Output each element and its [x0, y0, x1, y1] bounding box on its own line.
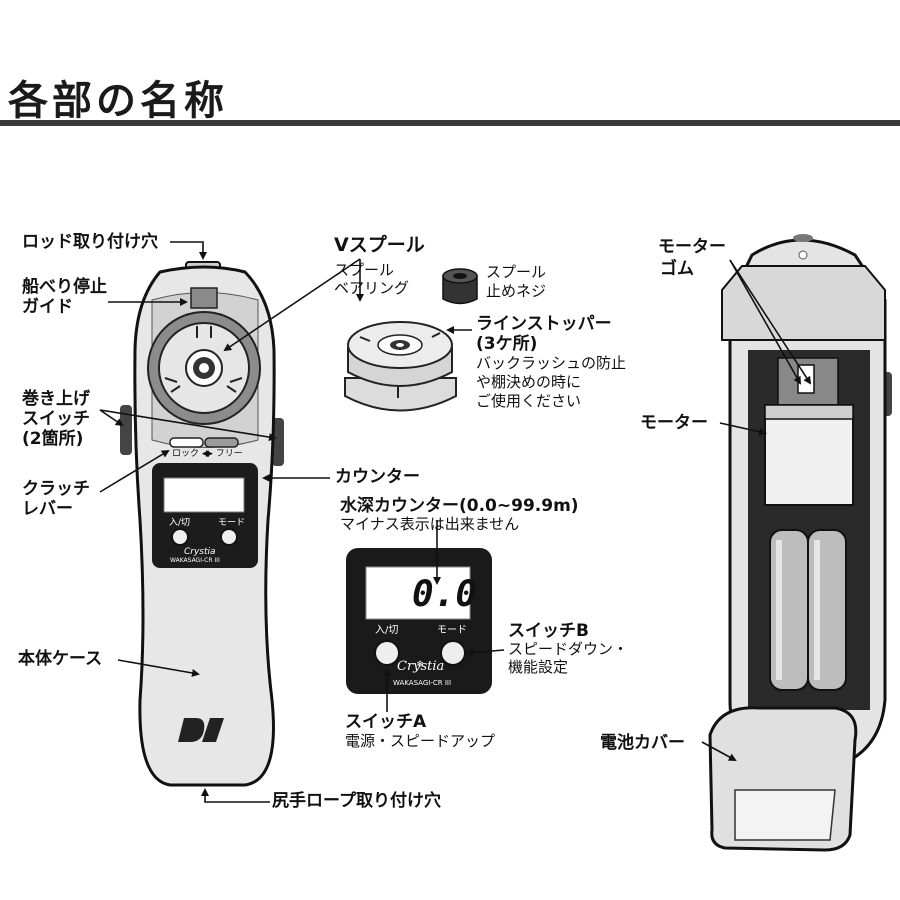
label-line-stopper-2: (3ケ所) [476, 334, 538, 354]
batteries [769, 529, 847, 691]
label-butt-rope-hole: 尻手ロープ取り付け穴 [272, 791, 441, 811]
daiwa-logo [178, 718, 224, 742]
label-counter: カウンター [335, 467, 420, 487]
lever-lock-text: ロック ◀ [172, 449, 209, 459]
label-switch-b-desc-2: 機能設定 [508, 658, 569, 676]
label-motor-rubber-1: モーター [658, 237, 726, 257]
small-model: WAKASAGI-CR III [170, 557, 220, 564]
large-power-label: 入/切 [375, 625, 399, 636]
label-line-stopper-desc-3: ご使用ください [476, 392, 582, 410]
title-divider [0, 120, 900, 126]
svg-text:❄: ❄ [416, 660, 424, 670]
label-battery-cover: 電池カバー [600, 733, 685, 753]
counter-panel-small [152, 463, 258, 568]
label-switch-a-desc: 電源・スピードアップ [345, 732, 496, 750]
label-spool-bearing-2: ベアリング [334, 279, 410, 297]
spool-part [344, 321, 457, 412]
label-motor: モーター [640, 413, 708, 433]
label-winding-1: 巻き上げ [22, 389, 90, 409]
large-brand: Crystia [397, 659, 445, 674]
label-line-stopper-1: ラインストッパー [476, 314, 612, 334]
label-body-case: 本体ケース [18, 649, 103, 669]
label-depth-counter-note: マイナス表示は出来ません [340, 515, 520, 533]
large-mode-label: モード [437, 625, 467, 636]
label-switch-a: スイッチA [345, 712, 427, 732]
label-line-stopper-desc-1: バックラッシュの防止 [476, 354, 627, 372]
large-model: WAKASAGI-CR III [393, 679, 452, 687]
label-clutch-2: レバー [22, 499, 73, 519]
clutch-lever [169, 437, 239, 448]
lever-free-text: ▶ フリー [206, 449, 243, 459]
spool-nut [442, 268, 478, 305]
small-mode-label: モード [218, 518, 246, 528]
page-title: 各部の名称 [8, 78, 228, 124]
motor [764, 404, 854, 506]
small-brand: Crystia [184, 547, 216, 557]
label-rod-mount-hole: ロッド取り付け穴 [22, 232, 158, 252]
label-spool-nut-2: 止めネジ [486, 282, 547, 300]
label-switch-b: スイッチB [508, 621, 589, 641]
leader-lines [99, 241, 812, 803]
label-v-spool: Vスプール [334, 234, 425, 256]
counter-panel-large: ❄ [346, 548, 492, 694]
label-clutch-1: クラッチ [22, 479, 90, 499]
label-winding-3: (2箇所) [22, 429, 84, 449]
label-line-stopper-desc-2: や棚決めの時に [476, 373, 582, 391]
label-spool-bearing-1: スプール [334, 261, 395, 279]
small-power-label: 入/切 [169, 518, 191, 528]
label-switch-b-desc-1: スピードダウン・ [508, 640, 629, 658]
label-winding-2: スイッチ [22, 409, 90, 429]
depth-display-value: 0.0 [412, 574, 478, 615]
label-motor-rubber-2: ゴム [660, 259, 694, 279]
label-depth-counter: 水深カウンター(0.0~99.9m) [340, 496, 579, 516]
label-gunwale-stop-1: 船べり停止 [22, 277, 107, 297]
v-spool-front [147, 311, 261, 425]
label-spool-nut-1: スプール [486, 263, 547, 281]
label-gunwale-stop-2: ガイド [22, 297, 73, 317]
battery-cover [708, 706, 858, 852]
